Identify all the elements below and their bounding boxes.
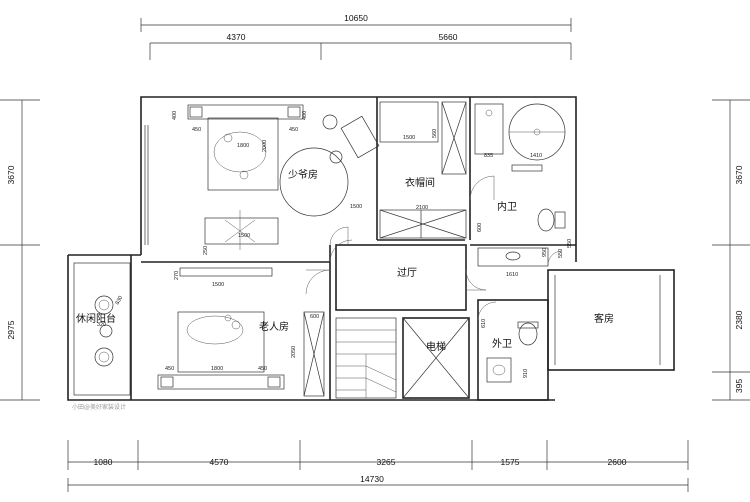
small-dim: 270 bbox=[174, 271, 180, 280]
dim-top-total: 10650 bbox=[344, 13, 368, 23]
bottom-dimensions: 1080 4570 3265 1575 2600 14730 bbox=[67, 440, 689, 492]
small-dim: 610 bbox=[481, 319, 487, 328]
balcony-furniture bbox=[94, 295, 114, 367]
dim-left-b: 2975 bbox=[6, 320, 16, 339]
small-dim: 320 bbox=[97, 322, 106, 328]
inner-bath-fixtures bbox=[469, 103, 566, 267]
small-dim: 550 bbox=[567, 239, 573, 248]
small-dim: 1800 bbox=[237, 143, 249, 149]
room-labels: 少爷房 衣帽间 内卫 过厅 休闲阳台 老人房 电梯 外卫 客房 bbox=[76, 168, 614, 353]
small-dim: 1610 bbox=[506, 272, 518, 278]
dim-bottom-e: 2600 bbox=[608, 457, 627, 467]
small-dim: 1500 bbox=[403, 135, 415, 141]
dim-top-a: 4370 bbox=[227, 32, 246, 42]
small-dim: 450 bbox=[258, 366, 267, 372]
small-dimensions: 400 450 450 400 1800 2000 1500 250 1500 … bbox=[97, 111, 573, 378]
small-dim: 1500 bbox=[212, 282, 224, 288]
dim-bottom-c: 3265 bbox=[377, 457, 396, 467]
room-guest: 客房 bbox=[594, 312, 614, 325]
top-dimensions: 10650 4370 5660 bbox=[140, 13, 572, 60]
small-dim: 910 bbox=[523, 369, 529, 378]
small-dim: 400 bbox=[302, 111, 308, 120]
small-dim: 950 bbox=[542, 248, 548, 257]
small-dim: 1800 bbox=[211, 366, 223, 372]
hallway-doors bbox=[329, 239, 487, 291]
room-young-master: 少爷房 bbox=[288, 168, 318, 181]
small-dim: 450 bbox=[289, 127, 298, 133]
room-inner-bath: 内卫 bbox=[497, 200, 517, 213]
small-dim: 560 bbox=[432, 129, 438, 138]
small-dim: 2050 bbox=[291, 346, 297, 358]
right-dimensions: 3670 2380 395 bbox=[712, 99, 750, 401]
cloakroom-cabinets bbox=[379, 101, 467, 239]
room-elderly: 老人房 bbox=[259, 320, 289, 333]
small-dim: 450 bbox=[192, 127, 201, 133]
small-dim: 1410 bbox=[530, 153, 542, 159]
small-dim: 2000 bbox=[262, 140, 268, 152]
watermark: 小田@美好家装设计 bbox=[72, 403, 126, 411]
dim-top-b: 5660 bbox=[439, 32, 458, 42]
dim-right-b: 2380 bbox=[734, 310, 744, 329]
outer-bath-fixtures bbox=[477, 301, 539, 383]
dim-bottom-a: 1080 bbox=[94, 457, 113, 467]
walls bbox=[67, 96, 675, 401]
small-dim: 835 bbox=[484, 153, 493, 159]
elderly-furniture bbox=[157, 267, 331, 397]
dim-left-a: 3670 bbox=[6, 165, 16, 184]
dim-right-a: 3670 bbox=[734, 165, 744, 184]
small-dim: 2100 bbox=[416, 205, 428, 211]
dim-bottom-total: 14730 bbox=[360, 474, 384, 484]
small-dim: 830 bbox=[115, 295, 125, 306]
small-dim: 400 bbox=[172, 111, 178, 120]
small-dim: 250 bbox=[203, 246, 209, 255]
left-dimensions: 3670 2975 bbox=[0, 99, 40, 401]
small-dim: 450 bbox=[165, 366, 174, 372]
room-elevator: 电梯 bbox=[426, 340, 446, 353]
small-dim: 600 bbox=[477, 223, 483, 232]
young-master-furniture bbox=[187, 104, 380, 250]
small-dim: 1500 bbox=[238, 233, 250, 239]
dim-bottom-b: 4570 bbox=[210, 457, 229, 467]
room-cloakroom: 衣帽间 bbox=[405, 176, 435, 189]
dim-bottom-d: 1575 bbox=[501, 457, 520, 467]
room-leisure: 休闲阳台 bbox=[76, 312, 116, 325]
dim-right-c: 395 bbox=[734, 379, 744, 393]
small-dim: 550 bbox=[558, 249, 564, 258]
room-hallway: 过厅 bbox=[397, 266, 417, 279]
small-dim: 600 bbox=[310, 314, 319, 320]
room-outer-bath: 外卫 bbox=[492, 338, 512, 350]
small-dim: 1500 bbox=[350, 204, 362, 210]
